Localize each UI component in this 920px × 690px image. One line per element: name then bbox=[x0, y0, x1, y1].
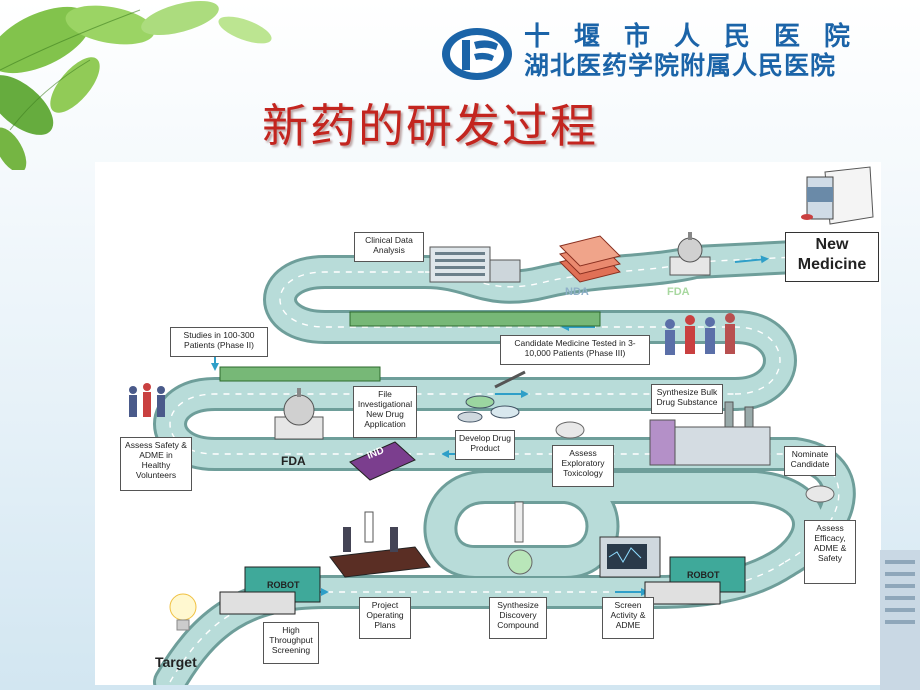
monitor-icon bbox=[599, 536, 661, 578]
lightbulb-icon bbox=[169, 593, 197, 631]
leaves-decoration bbox=[0, 0, 272, 170]
flask-icon bbox=[507, 501, 533, 575]
fda-mid-label: FDA bbox=[281, 454, 306, 468]
robot-machine-1-icon bbox=[219, 566, 321, 615]
hospital-name-line2: 湖北医药学院附属人民医院 bbox=[524, 51, 837, 80]
synthesize-discovery-label: Synthesize Discovery Compound bbox=[489, 597, 547, 639]
hospital-name-line1: 十堰市人民医院 bbox=[524, 22, 875, 52]
nda-label: NDA bbox=[565, 286, 589, 298]
screen-activity-label: Screen Activity & ADME bbox=[602, 597, 654, 639]
fda-top-label: FDA bbox=[667, 286, 690, 298]
people-group-phase3-icon bbox=[665, 313, 735, 355]
meeting-table-icon bbox=[329, 511, 431, 578]
people-group-volunteers-icon bbox=[129, 383, 165, 417]
capitol-building-mid-icon bbox=[274, 388, 324, 440]
prescription-bottle-icon bbox=[801, 166, 874, 225]
high-throughput-label: High Throughput Screening bbox=[263, 622, 319, 664]
hospital-logo-icon bbox=[442, 28, 512, 80]
phase3-label: Candidate Medicine Tested in 3-10,000 Pa… bbox=[500, 335, 650, 365]
slide-title: 新药的研发过程 bbox=[262, 99, 598, 153]
robot-label-1: ROBOT bbox=[267, 580, 300, 590]
file-ind-label: File Investigational New Drug Applicatio… bbox=[353, 386, 417, 438]
robot-machine-2-icon bbox=[644, 556, 746, 605]
clinical-data-building-icon bbox=[429, 246, 521, 283]
capitol-building-icon bbox=[669, 232, 711, 276]
robot-label-2: ROBOT bbox=[687, 570, 720, 580]
drug-development-diagram: New Medicine Clinical Data Analysis NDA … bbox=[95, 162, 881, 685]
phase2-label: Studies in 100-300 Patients (Phase II) bbox=[170, 327, 268, 357]
clinical-data-label: Clinical Data Analysis bbox=[354, 232, 424, 262]
synthesize-bulk-label: Synthesize Bulk Drug Substance bbox=[651, 384, 723, 414]
flow-arrow bbox=[734, 255, 769, 264]
process-road-svg bbox=[129, 166, 874, 685]
assess-safety-label: Assess Safety & ADME in Healthy Voluntee… bbox=[120, 437, 192, 491]
assess-efficacy-label: Assess Efficacy, ADME & Safety bbox=[804, 520, 856, 584]
target-label: Target bbox=[155, 654, 197, 670]
ind-document-icon bbox=[349, 441, 416, 481]
project-plans-label: Project Operating Plans bbox=[359, 597, 411, 639]
factory-icon bbox=[649, 401, 771, 466]
develop-product-label: Develop Drug Product bbox=[455, 430, 515, 460]
nda-documents-icon bbox=[559, 235, 621, 283]
hospital-name: 十堰市人民医院 湖北医药学院附属人民医院 bbox=[524, 22, 914, 80]
pills-icon bbox=[457, 370, 526, 423]
hospital-building-photo-icon bbox=[880, 550, 920, 690]
lab-mouse-icon bbox=[555, 421, 835, 503]
assess-toxicology-label: Assess Exploratory Toxicology bbox=[552, 445, 614, 487]
new-medicine-label: New Medicine bbox=[785, 232, 879, 282]
nominate-candidate-label: Nominate Candidate bbox=[784, 446, 836, 476]
